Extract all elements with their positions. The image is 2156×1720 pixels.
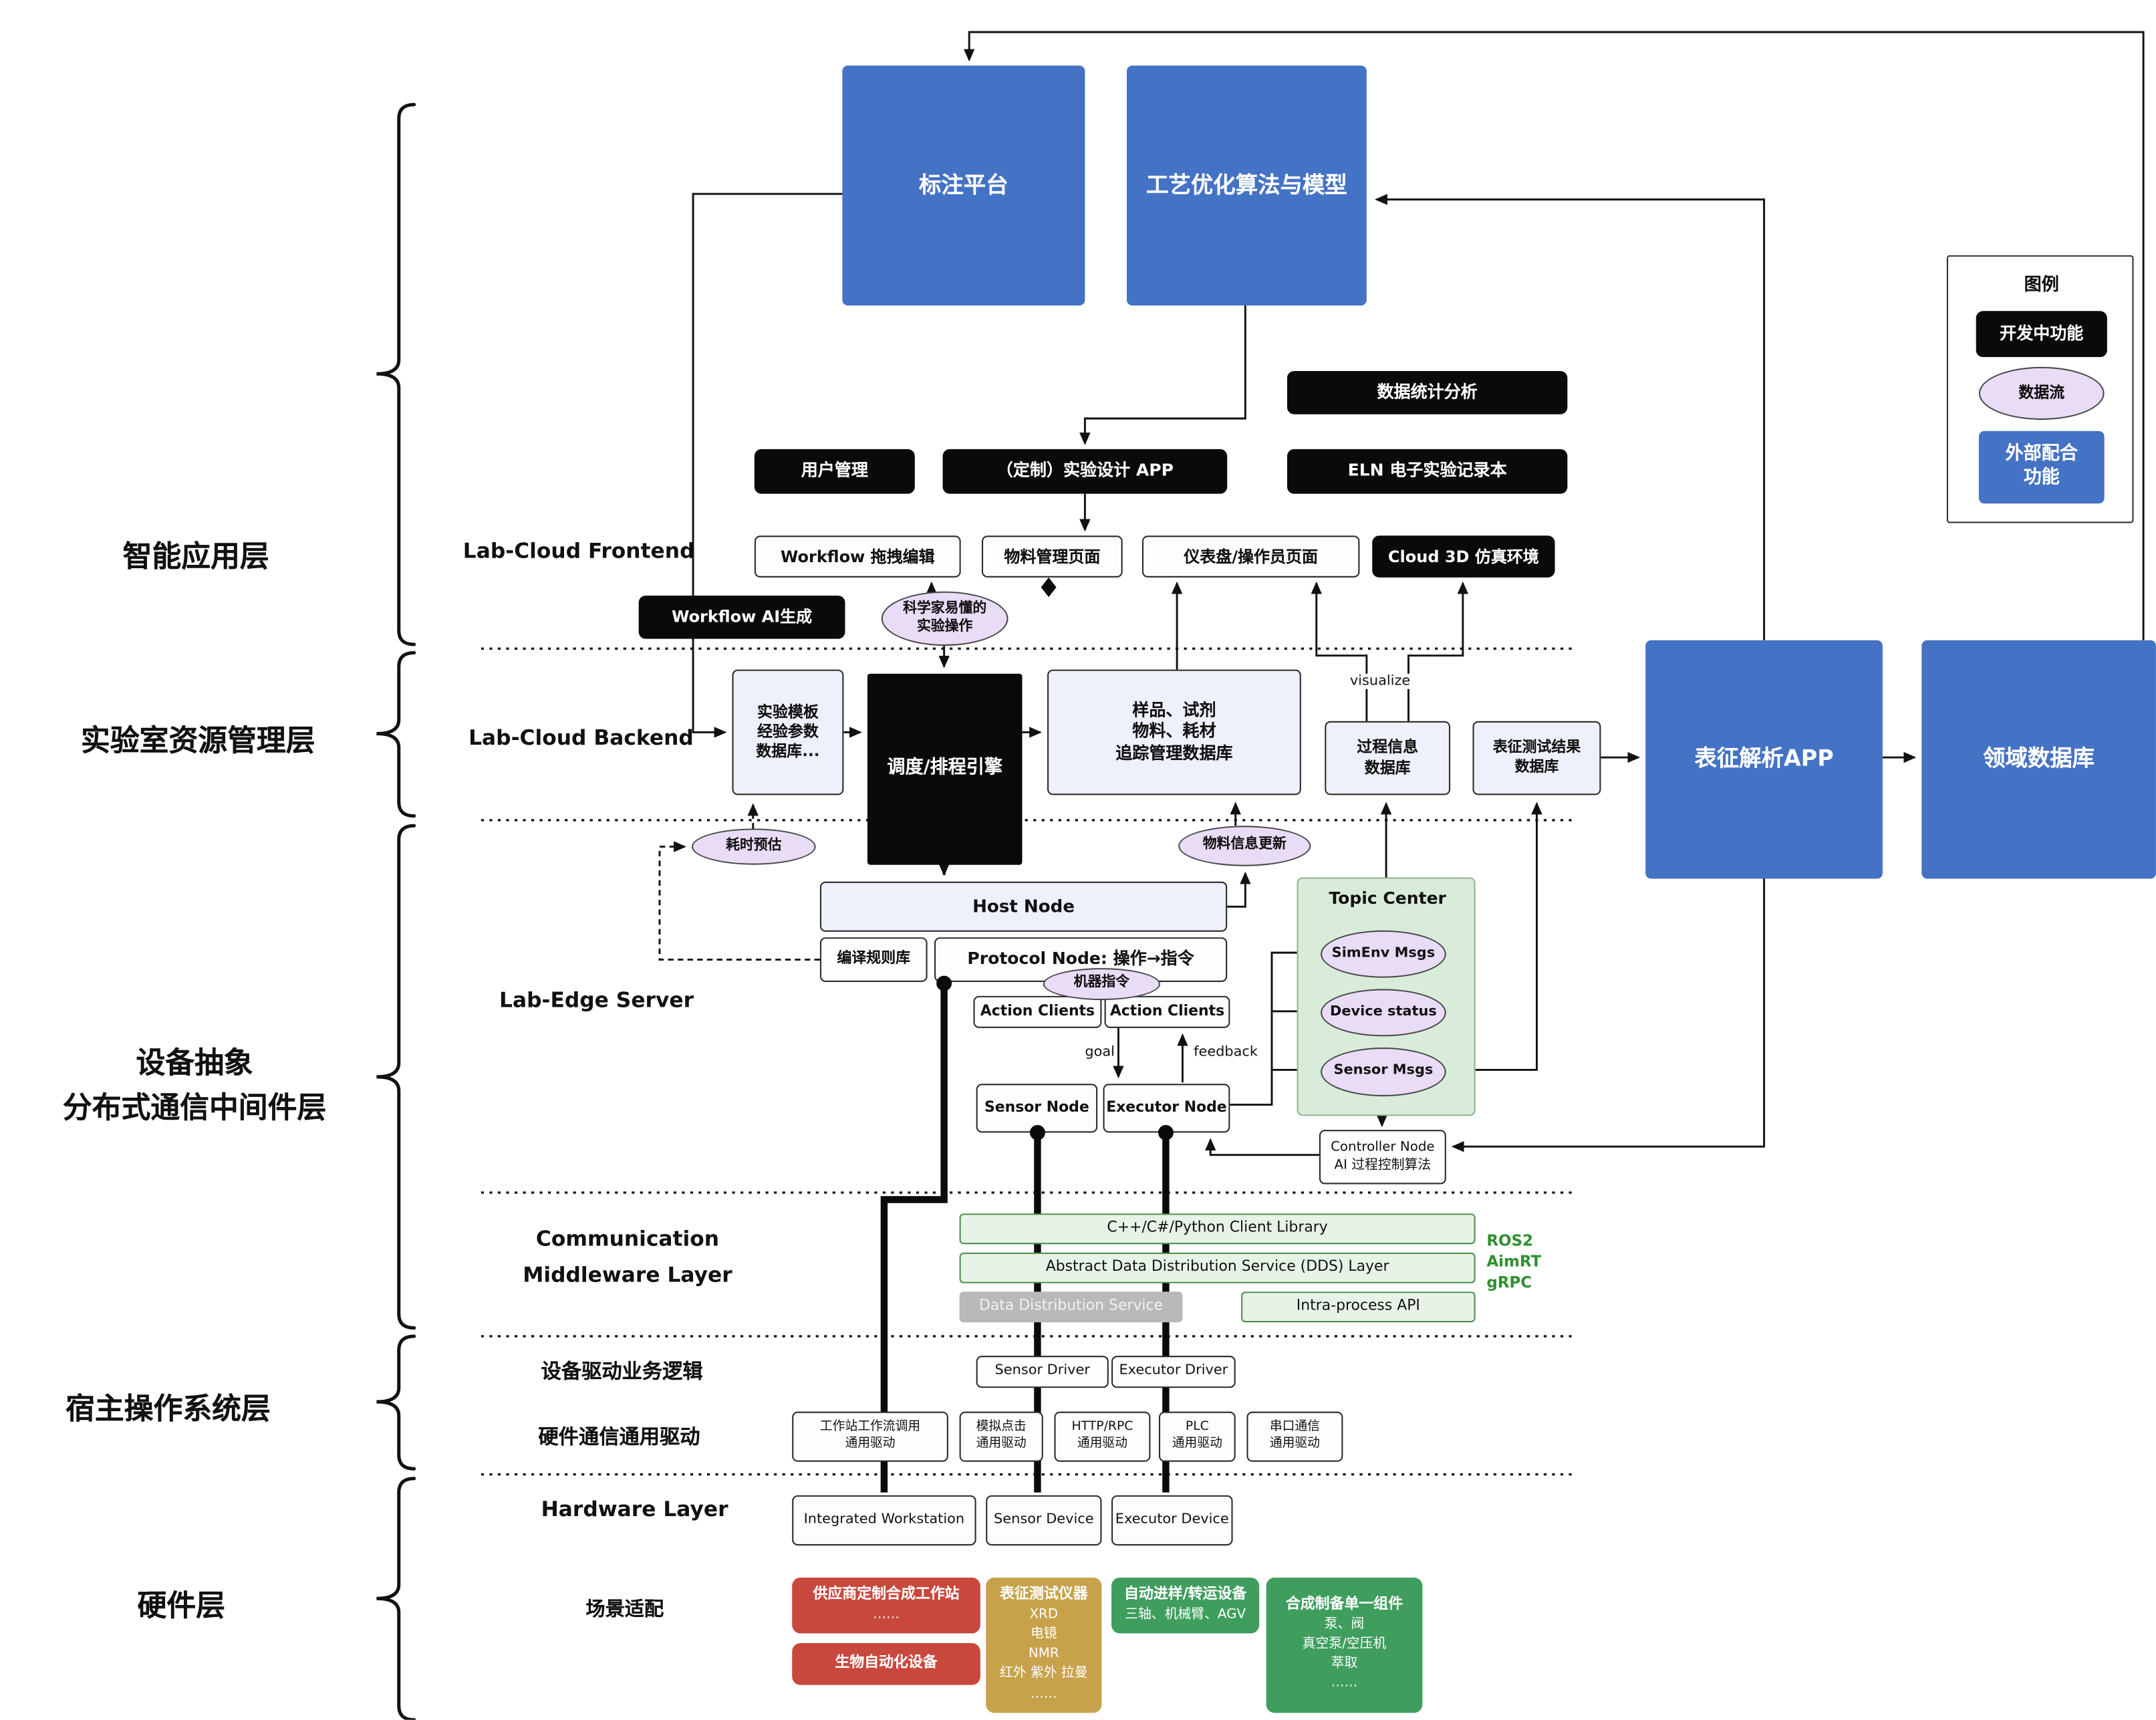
- node-user-management: 用户管理: [754, 449, 915, 494]
- node-compile-rule-lib: 编译规则库: [819, 937, 928, 982]
- characterization-instruments-body: XRD 电镜 NMR 红外 紫外 拉曼 ……: [1000, 1606, 1088, 1701]
- layer-label-resource: 实验室资源管理层: [81, 723, 315, 758]
- node-workflow-editor: Workflow 拖拽编辑: [754, 535, 961, 578]
- legend-developing: 开发中功能: [1976, 311, 2107, 358]
- vendor-workstation-title: 供应商定制合成工作站: [813, 1586, 960, 1603]
- node-host-node: Host Node: [819, 881, 1228, 932]
- section-edge: Lab-Edge Server: [499, 987, 694, 1013]
- node-executor-node: Executor Node: [1103, 1084, 1230, 1133]
- node-action-clients-2: Action Clients: [1104, 995, 1230, 1028]
- flow-simenv-msgs: SimEnv Msgs: [1321, 930, 1446, 978]
- layer-label-app: 智能应用层: [122, 539, 269, 574]
- node-domain-db: 领域数据库: [1921, 640, 2156, 879]
- node-process-db: 过程信息 数据库: [1325, 721, 1451, 795]
- node-scheduler: 调度/排程引擎: [867, 673, 1023, 865]
- layer-label-hostos: 宿主操作系统层: [65, 1392, 271, 1426]
- section-driver-logic: 设备驱动业务逻辑: [541, 1361, 703, 1384]
- synthesis-components-body: 泵、阀 真空泵/空压机 萃取 ……: [1302, 1616, 1387, 1691]
- section-backend: Lab-Cloud Backend: [468, 725, 694, 751]
- node-plc-driver: PLC 通用驱动: [1158, 1411, 1236, 1462]
- node-protocol-node: Protocol Node: 操作→指令: [934, 937, 1228, 982]
- flow-sensor-msgs: Sensor Msgs: [1321, 1048, 1446, 1097]
- node-controller-node: Controller Node AI 过程控制算法: [1319, 1130, 1446, 1185]
- node-vendor-workstation: 供应商定制合成工作站 ……: [792, 1577, 980, 1634]
- panel-topic-center: Topic Center SimEnv Msgs Device status S…: [1297, 877, 1476, 1116]
- legend-title: 图例: [2024, 273, 2059, 295]
- flow-scientist-operations: 科学家易懂的 实验操作: [881, 591, 1008, 646]
- legend-dataflow: 数据流: [1978, 366, 2105, 420]
- node-sample-db: 样品、试剂 物料、耗材 追踪管理数据库: [1047, 669, 1301, 795]
- node-dashboard-page: 仪表盘/操作员页面: [1141, 535, 1360, 578]
- label-goal: goal: [1082, 1044, 1118, 1060]
- flow-material-update: 物料信息更新: [1178, 826, 1311, 866]
- characterization-instruments-title: 表征测试仪器: [1000, 1586, 1088, 1603]
- layer-braces: [376, 102, 416, 1720]
- node-transfer-equipment: 自动进样/转运设备 三轴、机械臂、AGV: [1111, 1577, 1260, 1634]
- node-data-statistics: 数据统计分析: [1287, 371, 1568, 414]
- flow-machine-command: 机器指令: [1043, 968, 1161, 1001]
- node-integrated-workstation: Integrated Workstation: [792, 1495, 976, 1546]
- section-hw-driver: 硬件通信通用驱动: [538, 1427, 700, 1449]
- node-process-optimization: 工艺优化算法与模型: [1126, 66, 1367, 305]
- flow-device-status: Device status: [1321, 989, 1446, 1037]
- node-cloud3d: Cloud 3D 仿真环境: [1372, 535, 1555, 578]
- bar-dds: Data Distribution Service: [959, 1292, 1183, 1323]
- node-executor-device: Executor Device: [1111, 1495, 1233, 1546]
- legend-panel: 图例 开发中功能 数据流 外部配合 功能: [1946, 255, 2134, 523]
- node-bio-automation: 生物自动化设备: [792, 1643, 980, 1685]
- bar-intra-api: Intra-process API: [1241, 1292, 1476, 1323]
- label-protocols: ROS2 AimRT gRPC: [1486, 1231, 1542, 1292]
- label-feedback: feedback: [1190, 1044, 1261, 1060]
- layer-label-middleware: 设备抽象 分布式通信中间件层: [62, 1046, 327, 1124]
- junction-diamond-material: [1041, 577, 1057, 598]
- layer-label-hardware: 硬件层: [137, 1588, 225, 1622]
- node-synthesis-components: 合成制备单一组件 泵、阀 真空泵/空压机 萃取 ……: [1266, 1577, 1423, 1713]
- bar-dds-layer: Abstract Data Distribution Service (DDS)…: [959, 1252, 1476, 1283]
- section-hw-layer: Hardware Layer: [541, 1496, 728, 1522]
- node-annotation-platform: 标注平台: [842, 66, 1085, 305]
- node-click-driver: 模拟点击 通用驱动: [959, 1411, 1043, 1462]
- section-frontend: Lab-Cloud Frontend: [462, 538, 695, 564]
- node-sensor-device: Sensor Device: [986, 1495, 1102, 1546]
- node-executor-driver: Executor Driver: [1111, 1356, 1236, 1388]
- synthesis-components-title: 合成制备单一组件: [1285, 1596, 1403, 1613]
- node-eln: ELN 电子实验记录本: [1287, 449, 1568, 494]
- node-serial-driver: 串口通信 通用驱动: [1246, 1411, 1343, 1462]
- node-characterization-db: 表征测试结果 数据库: [1472, 721, 1601, 795]
- node-template-db: 实验模板 经验参数 数据库...: [732, 669, 844, 795]
- section-scene: 场景适配: [585, 1598, 664, 1621]
- node-action-clients-1: Action Clients: [973, 995, 1102, 1028]
- node-http-driver: HTTP/RPC 通用驱动: [1054, 1411, 1151, 1462]
- dotted-arrows: [658, 803, 820, 961]
- legend-external: 外部配合 功能: [1978, 431, 2105, 504]
- node-material-page: 物料管理页面: [981, 535, 1123, 578]
- node-workstation-driver: 工作站工作流调用 通用驱动: [792, 1411, 948, 1462]
- topic-center-title: Topic Center: [1329, 888, 1446, 908]
- label-visualize: visualize: [1347, 673, 1413, 689]
- flow-time-estimate: 耗时预估: [691, 828, 816, 865]
- node-characterization-instruments: 表征测试仪器 XRD 电镜 NMR 红外 紫外 拉曼 ……: [986, 1577, 1102, 1713]
- transfer-equipment-body: 三轴、机械臂、AGV: [1125, 1606, 1246, 1622]
- node-sensor-node: Sensor Node: [976, 1084, 1098, 1133]
- section-comm: Communication Middleware Layer: [523, 1226, 732, 1287]
- node-characterization-app: 表征解析APP: [1645, 640, 1883, 879]
- node-workflow-ai: Workflow AI生成: [638, 595, 845, 639]
- node-experiment-design-app: （定制）实验设计 APP: [942, 449, 1228, 494]
- vendor-workstation-body: ……: [873, 1606, 900, 1622]
- bar-client-library: C++/C#/Python Client Library: [959, 1213, 1476, 1245]
- transfer-equipment-title: 自动进样/转运设备: [1123, 1586, 1247, 1603]
- node-sensor-driver: Sensor Driver: [976, 1356, 1109, 1388]
